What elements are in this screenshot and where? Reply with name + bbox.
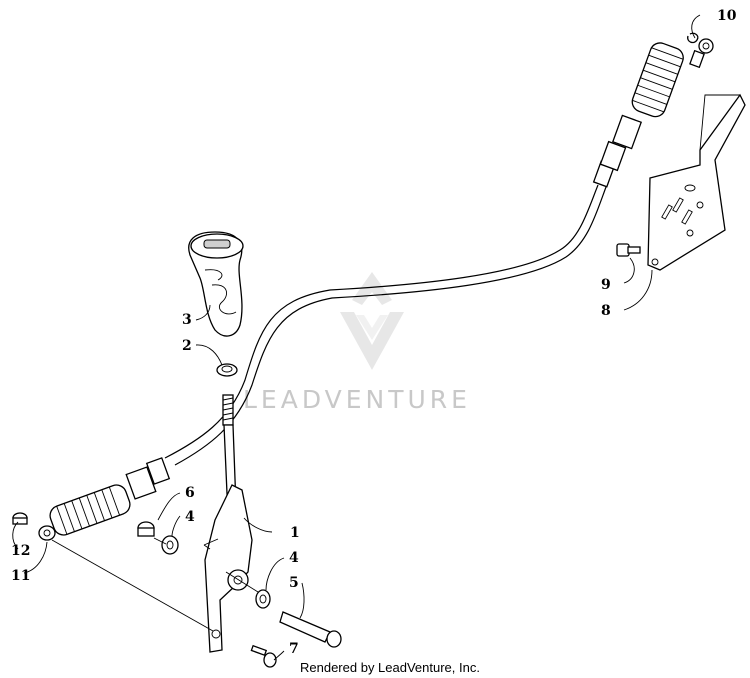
shift-knob (188, 231, 244, 337)
clip-12 (687, 32, 699, 44)
callout-4-right: 4 (289, 550, 299, 566)
callout-6: 6 (185, 485, 195, 501)
callout-12: 10 (717, 8, 737, 24)
mounting-bracket (647, 93, 746, 271)
callout-10: 8 (601, 303, 611, 319)
callout-3: 3 (182, 312, 192, 328)
nut-2 (216, 363, 238, 377)
rendered-by-footer: Rendered by LeadVenture, Inc. (300, 660, 480, 675)
callout-11: 9 (601, 277, 611, 293)
washer-4-right (255, 589, 271, 609)
callout-7: 7 (289, 641, 299, 657)
bolt-11 (616, 243, 641, 257)
bolt-7 (250, 644, 277, 668)
callout-4-left: 4 (185, 509, 195, 525)
watermark-text: LEADVENTURE (243, 385, 471, 414)
pin-5 (279, 611, 342, 648)
callout-leaders (12, 14, 701, 661)
nut-6 (137, 521, 155, 537)
callout-5: 5 (289, 575, 299, 591)
lower-cable-end (38, 457, 171, 541)
callout-2: 2 (182, 338, 192, 354)
callout-1: 1 (290, 525, 300, 541)
nut-9 (12, 512, 28, 525)
washer-4-left (161, 535, 179, 555)
watermark-logo (340, 272, 404, 370)
callout-8: 11 (11, 568, 30, 584)
shift-lever (203, 394, 253, 653)
upper-cable-end (592, 38, 714, 188)
callout-9: 12 (11, 543, 30, 559)
